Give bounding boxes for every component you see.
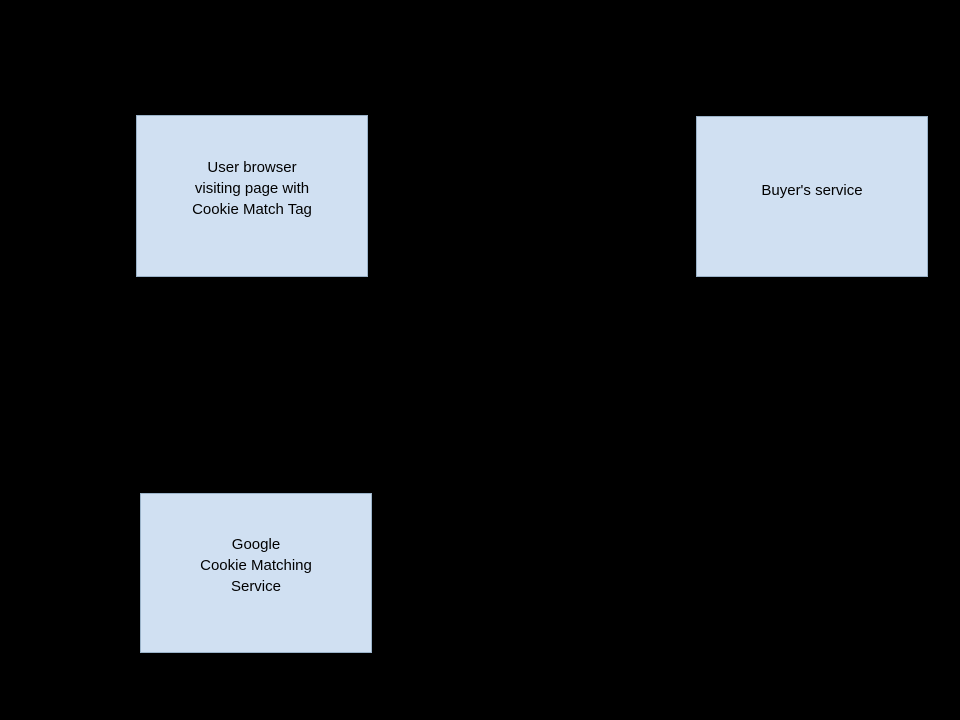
- node-buyers-service[interactable]: Buyer's service: [696, 116, 928, 277]
- node-buyers-service-label: Buyer's service: [761, 182, 863, 199]
- edge-buyers-service-to-google-cms: [371, 276, 813, 574]
- node-google-cookie-matching-service-label: Google Cookie Matching Service: [200, 536, 312, 595]
- node-user-browser-label: User browser visiting page with Cookie M…: [192, 159, 312, 218]
- node-google-cookie-matching-service[interactable]: Google Cookie Matching Service: [140, 493, 372, 653]
- edge-user-browser-to-google-cms: [251, 276, 257, 494]
- node-user-browser[interactable]: User browser visiting page with Cookie M…: [136, 115, 368, 277]
